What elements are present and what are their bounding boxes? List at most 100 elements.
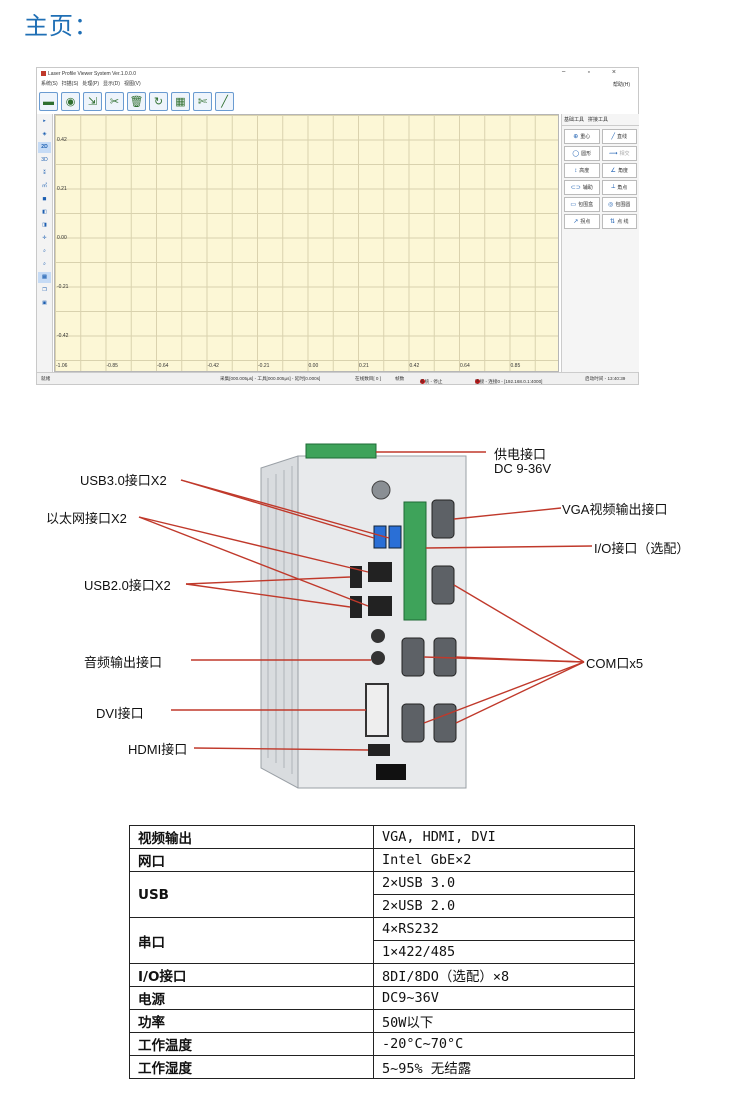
scissors-icon[interactable]: ✄ [193,92,212,111]
panel-tool-button[interactable]: ◎包围圆 [601,197,637,212]
panel-tool-button[interactable]: ⇅点 线 [601,214,637,229]
side-tool-item[interactable]: ◼ [42,196,47,202]
panel-tabs: 基础工具拼接工具 [562,114,639,126]
app-side-toolbar: ▸ ◈ 2D 3D ⁑ ㎡ ◼ ◧ ◨ ✛ ⌕ ⌕ ▤ ❐ ▣ [37,114,53,372]
side-tool-item[interactable]: ◈ [42,131,47,137]
side-tool-item[interactable]: ◨ [42,222,47,228]
window-controls[interactable]: − ▫ × [561,69,626,76]
tool-icon: ◎ [608,202,614,208]
com-port [401,637,425,677]
save-icon[interactable]: ▦ [171,92,190,111]
panel-tool-button[interactable]: ∠角度 [601,163,637,178]
monitor-icon[interactable]: ▬ [39,92,58,111]
app-menubar: 系统(S)扫描(S)处理(P)显示(D)视图(V) 帮助(H) [37,80,638,89]
ethernet-port [368,562,392,582]
status-time: 启动时间 - 13:40:39 [585,376,626,381]
tool-label: 角点 [617,185,628,191]
tool-label: 拐点 [580,219,591,225]
menu-item[interactable]: 系统(S) [41,81,58,87]
tool-label: 直线 [617,134,628,140]
side-tool-item[interactable]: ▸ [43,118,46,124]
trash-icon[interactable]: 🗑 [127,92,146,111]
side-tool-item[interactable]: ▤ [38,272,51,283]
spec-value: Intel GbE×2 [373,848,635,872]
import-icon[interactable]: ⇲ [83,92,102,111]
spec-key: 功率 [129,1009,374,1033]
tool-icon: ↗ [573,219,579,225]
spec-key: 电源 [129,986,374,1010]
tool-icon: ╱ [611,134,616,140]
dvi-port [365,683,389,737]
side-tool-item[interactable]: ✛ [42,235,47,241]
side-tool-item[interactable]: ㎡ [41,183,47,189]
panel-tab[interactable]: 拼接工具 [588,117,609,123]
side-tool-item[interactable]: 3D [41,157,48,163]
status-red-icon [475,379,480,384]
tool-icon: ⊂⊃ [570,185,581,191]
com-port [433,703,457,743]
camera-icon[interactable]: ◉ [61,92,80,111]
panel-tool-button[interactable]: ⟂角点 [601,180,637,195]
panel-tool-button[interactable]: ↕高度 [564,163,600,178]
label-vga: VGA视频输出接口 [562,502,668,517]
x-tick-label: 0.42 [409,363,420,369]
tool-icon: ▭ [570,202,577,208]
panel-tool-button[interactable]: ⊂⊃辅助 [564,180,600,195]
x-tick-label: 0.21 [359,363,369,369]
panel-tool-button[interactable]: ◯圆形 [564,146,600,161]
status-data-count: 在线数目[ 0 ] [355,376,382,381]
panel-tool-button[interactable]: ▭包围盒 [564,197,600,212]
side-tool-item[interactable]: ◧ [42,209,47,215]
tools-icon[interactable]: ✂ [105,92,124,111]
device-interface-figure: USB3.0接口X2 以太网接口X2 USB2.0接口X2 音频输出接口 DVI… [36,438,716,803]
y-tick-label: 0.00 [57,235,67,241]
power-terminal [305,443,377,459]
spec-row: 1×422/485 [130,940,635,964]
panel-tab[interactable]: 基础工具 [564,117,585,123]
spec-value: 2×USB 3.0 [373,871,635,895]
menu-item[interactable]: 视图(V) [123,81,141,87]
panel-tool-button[interactable]: ⊕重心 [564,129,600,144]
panel-tool-button[interactable]: ╱直线 [601,129,637,144]
refresh-icon[interactable]: ↻ [149,92,168,111]
status-bar: 就绪 采集[000.005μs] - 工具[000.005μs] - 延时[0.… [37,372,638,384]
label-usb2: USB2.0接口X2 [84,578,171,593]
label-dvi: DVI接口 [96,706,144,721]
spec-key: 网口 [129,848,374,872]
panel-tool-button[interactable]: ⟿相交 [601,146,637,161]
menu-item[interactable]: 处理(P) [82,81,100,87]
label-audio: 音频输出接口 [84,655,163,670]
side-tool-item[interactable]: ❐ [42,287,47,293]
label-power: 供电接口 [494,447,547,462]
y-tick-label: -0.42 [57,333,69,339]
pen-icon[interactable]: ╱ [215,92,234,111]
com-port [431,565,455,605]
audio-jack [371,629,385,643]
x-tick-label: 0.85 [510,363,521,369]
status-red-icon [420,379,425,384]
status-ready: 就绪 [41,376,51,381]
audio-jack [371,651,385,665]
spec-value: 50W以下 [373,1009,635,1033]
tool-icon: ◯ [572,151,580,157]
menu-help[interactable]: 帮助(H) [613,82,630,88]
label-io: I/O接口（选配） [594,541,690,556]
label-ethernet: 以太网接口X2 [46,511,127,526]
side-tool-item[interactable]: 2D [38,142,51,153]
side-tool-item[interactable]: ⁑ [43,170,46,176]
menu-item[interactable]: 扫描(S) [61,81,79,87]
menu-item[interactable]: 显示(D) [103,81,120,87]
side-tool-item[interactable]: ⌕ [43,248,46,254]
panel-tool-button[interactable]: ↗拐点 [564,214,600,229]
x-tick-label: -0.64 [157,363,169,369]
usb2-port [350,566,362,588]
side-tool-item[interactable]: ⌕ [43,261,46,267]
com-port [401,703,425,743]
side-tool-item[interactable]: ▣ [42,300,47,306]
